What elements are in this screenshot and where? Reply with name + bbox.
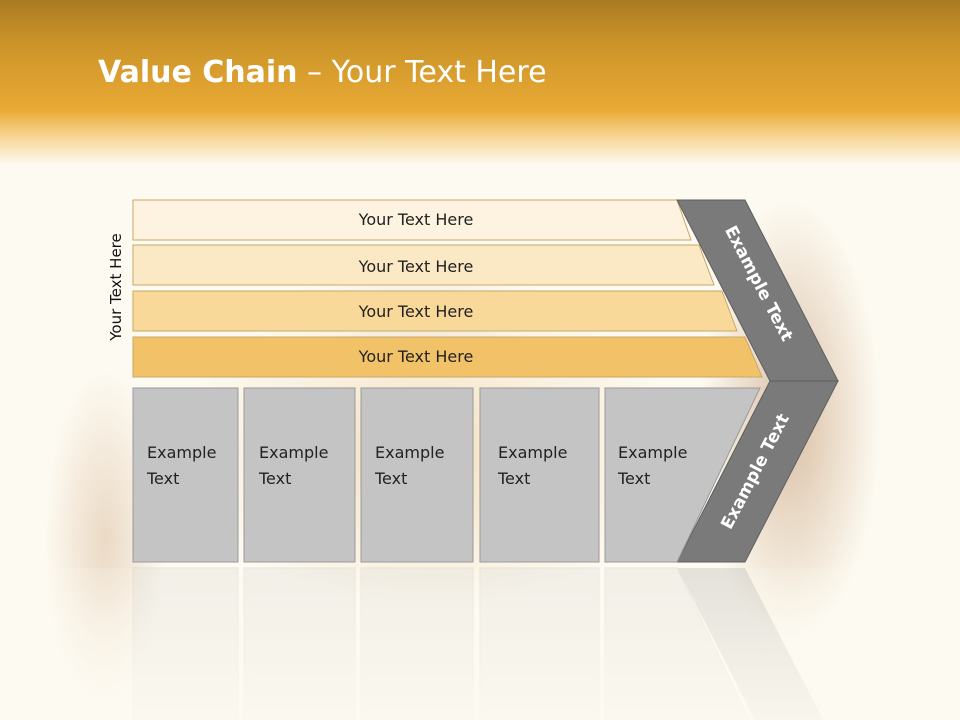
row-2-label: Your Text Here [358, 257, 474, 276]
box-4[interactable] [479, 387, 600, 563]
title-rest: – Your Text Here [297, 55, 547, 90]
row-3-label: Your Text Here [358, 302, 474, 321]
box-4-line1: Example [498, 443, 567, 462]
row-4-shape[interactable] [132, 336, 763, 378]
chevron-lower[interactable] [676, 380, 839, 563]
box-3-line1: Example [375, 443, 444, 462]
box-2-line2: Text [258, 469, 291, 488]
reflection-fade [0, 568, 960, 720]
header-band [0, 0, 960, 165]
title-bold: Value Chain [98, 55, 298, 90]
box-3-line2: Text [374, 469, 407, 488]
box-2[interactable] [243, 387, 356, 563]
row-3-shape[interactable] [132, 290, 738, 332]
box-4-line2: Text [497, 469, 530, 488]
box-5-line1: Example [618, 443, 687, 462]
box-1[interactable] [132, 387, 239, 563]
box-5-line2: Text [617, 469, 650, 488]
row-4-label: Your Text Here [358, 347, 474, 366]
rows-group: Your Text Here Your Text Here Your Text … [132, 199, 763, 378]
row-1-label: Your Text Here [358, 210, 474, 229]
box-1-line2: Text [146, 469, 179, 488]
row-1-shape[interactable] [132, 199, 692, 241]
row-2-shape[interactable] [132, 244, 715, 286]
boxes-group: Example Text Example Text Example Text E… [132, 387, 761, 563]
box-1-line1: Example [147, 443, 216, 462]
slide-title: Value Chain – Your Text Here [98, 55, 547, 90]
box-5[interactable] [604, 387, 761, 563]
box-3[interactable] [360, 387, 474, 563]
box-2-line1: Example [259, 443, 328, 462]
